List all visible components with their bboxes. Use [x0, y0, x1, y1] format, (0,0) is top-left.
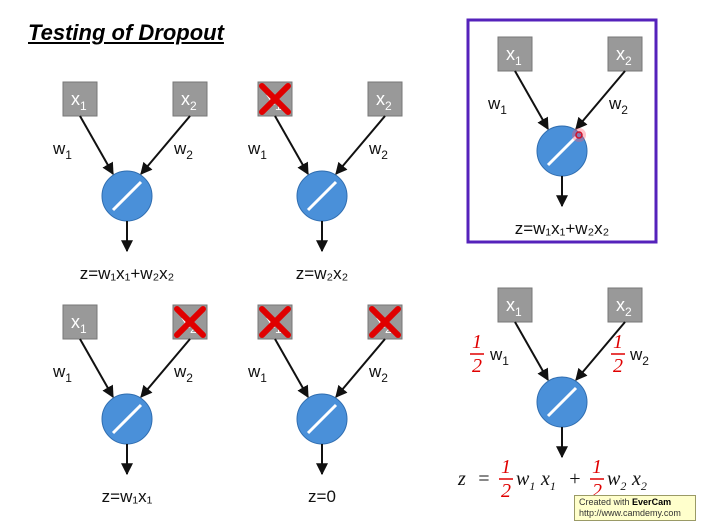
input-box-x1 [497, 287, 533, 323]
edge-x1 [79, 115, 114, 176]
input-label-x2: x2 [616, 295, 632, 319]
edge-x2 [140, 115, 191, 175]
badge-brand: EverCam [632, 497, 672, 507]
input-label-x1: x1 [506, 295, 522, 319]
svg-text:1: 1 [592, 456, 602, 478]
svg-text:1: 1 [613, 331, 623, 353]
drop-cross-x2 [369, 306, 401, 338]
weight-label-w2: w2 [608, 94, 628, 117]
svg-text:1: 1 [501, 456, 511, 478]
page-title: Testing of Dropout [28, 20, 224, 45]
weight-label-w2: w2 [629, 345, 649, 368]
formula-half-2: 12 [590, 456, 604, 502]
svg-text:+: + [568, 468, 582, 490]
edge-x1 [514, 70, 549, 131]
drop-cross-x1 [259, 83, 291, 115]
svg-text:2: 2 [501, 480, 511, 502]
weight-label-w1: w1 [247, 139, 267, 162]
svg-text:z: z [457, 468, 466, 490]
edge-x1 [274, 115, 309, 176]
edge-x2 [335, 115, 386, 175]
svg-text:2: 2 [472, 355, 482, 377]
weight-label-w1: w1 [52, 139, 72, 162]
weight-label-w2: w2 [368, 139, 388, 162]
output-formula: z=0 [308, 487, 336, 506]
activation-glyph [546, 135, 578, 167]
input-box-x2 [172, 81, 208, 117]
edge-x2 [575, 321, 626, 381]
edge-x1 [274, 338, 309, 399]
input-label-x1: x1 [71, 89, 87, 113]
formula-x2: x2 [631, 468, 647, 493]
half-factor-w1: 12 [470, 331, 484, 377]
weight-label-w1: w1 [52, 362, 72, 385]
activation-glyph [306, 180, 338, 212]
edge-x2 [335, 338, 386, 398]
input-box-x1 [62, 304, 98, 340]
edge-x2 [140, 338, 191, 398]
input-box-x2 [367, 81, 403, 117]
cursor-pointer [572, 128, 586, 142]
activation-glyph [111, 180, 143, 212]
badge-prefix: Created with [579, 497, 630, 507]
activation-glyph [546, 386, 578, 418]
output-formula: z=w₁x₁+w₂x₂ [80, 264, 175, 283]
input-label-x1: x1 [506, 44, 522, 68]
formula-w1: w1 [516, 468, 535, 493]
input-label-x2: x2 [376, 89, 392, 113]
edge-x2 [575, 70, 626, 130]
svg-text:2: 2 [613, 355, 623, 377]
weight-label-w1: w1 [247, 362, 267, 385]
output-formula: z=w₁x₁ [102, 487, 153, 506]
input-label-x1: x1 [71, 312, 87, 336]
formula-x1: x1 [540, 468, 556, 493]
input-label-x2: x2 [181, 89, 197, 113]
panel-full: x1 x2 w1 w2 z=w₁x₁+w₂x₂ [52, 81, 208, 283]
svg-text:1: 1 [472, 331, 482, 353]
badge-url: http://www.camdemy.com [579, 508, 681, 518]
svg-text:2: 2 [592, 480, 602, 502]
input-box-x1 [62, 81, 98, 117]
weight-label-w1: w1 [489, 345, 509, 368]
half-factor-w2: 12 [611, 331, 625, 377]
svg-text:=: = [477, 468, 491, 490]
weight-label-w2: w2 [173, 139, 193, 162]
input-label-x2: x2 [616, 44, 632, 68]
edge-x1 [79, 338, 114, 399]
evercam-badge[interactable]: Created with EverCam http://www.camdemy.… [574, 495, 696, 521]
activation-glyph [306, 403, 338, 435]
output-formula: z=w₂x₂ [296, 264, 348, 283]
activation-glyph [111, 403, 143, 435]
weight-label-w2: w2 [173, 362, 193, 385]
panel-train: x1 x2 w1 w2 z=w₁x₁+w₂x₂ [487, 36, 643, 238]
output-formula: z=w₁x₁+w₂x₂ [515, 219, 610, 238]
highlight-frame [466, 18, 658, 244]
drop-cross-x2 [174, 306, 206, 338]
weight-label-w2: w2 [368, 362, 388, 385]
formula-w2: w2 [607, 468, 626, 493]
drop-cross-x1 [259, 306, 291, 338]
edge-x1 [514, 321, 549, 382]
input-box-x2 [607, 287, 643, 323]
formula-half-1: 12 [499, 456, 513, 502]
weight-label-w1: w1 [487, 94, 507, 117]
